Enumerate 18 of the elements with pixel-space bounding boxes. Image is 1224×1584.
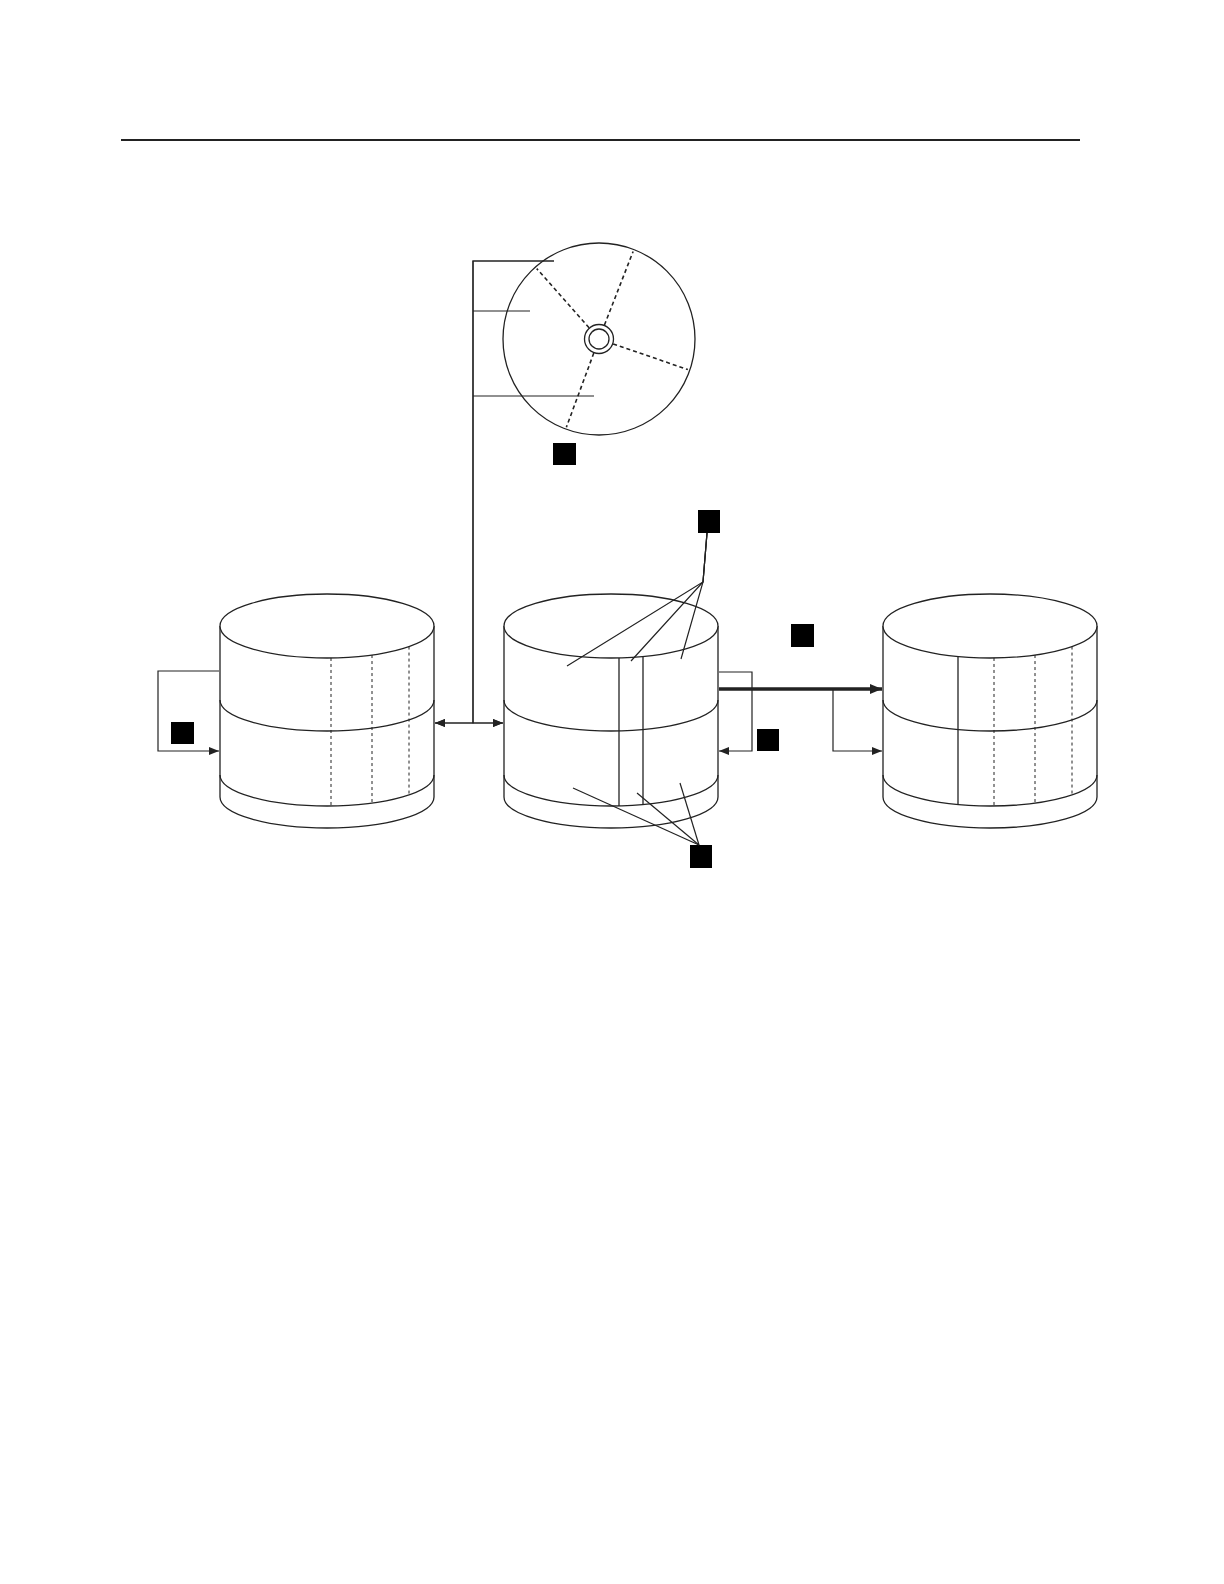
loop-arrow <box>157 670 220 755</box>
leader-line <box>680 532 708 660</box>
callout-marker <box>171 722 194 744</box>
callout-marker <box>553 443 576 465</box>
double-arrow <box>434 719 504 727</box>
arrow <box>719 684 882 694</box>
database-cylinder <box>882 593 1098 829</box>
leader-line <box>636 792 700 846</box>
disc <box>502 242 696 436</box>
loop-arrow <box>718 671 753 755</box>
callout-marker <box>698 510 720 533</box>
leader-line <box>572 787 700 846</box>
database-cylinder <box>219 593 435 829</box>
database-cylinder <box>503 593 719 829</box>
callout-marker <box>757 729 779 751</box>
callout-marker <box>690 845 712 868</box>
leader-line <box>679 782 700 846</box>
callout-marker <box>791 624 814 647</box>
